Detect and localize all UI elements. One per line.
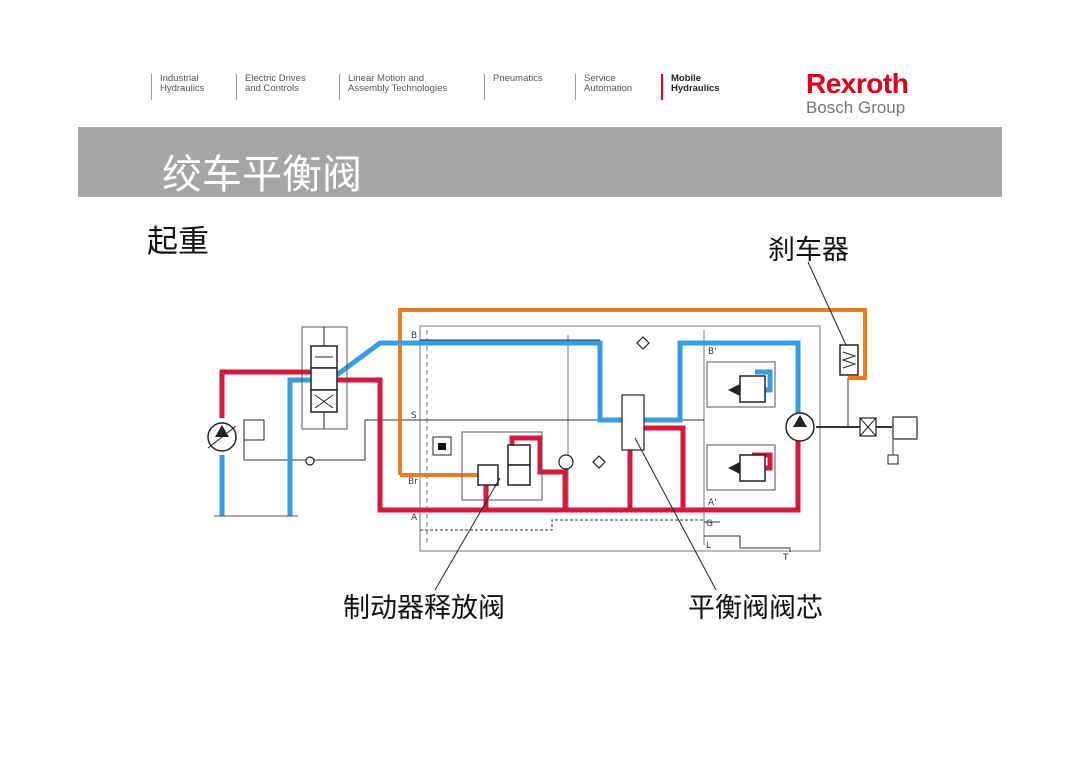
nav-item-service-automation[interactable]: Service Automation xyxy=(575,74,632,100)
brake-pilot-line xyxy=(400,470,482,477)
port-label-b-prime: B' xyxy=(708,347,717,357)
drain-line xyxy=(420,519,704,531)
pressure-line xyxy=(509,435,568,510)
nav-line: and Controls xyxy=(245,83,299,94)
nav-item-linear-motion[interactable]: Linear Motion and Assembly Technologies xyxy=(339,74,447,100)
hydraulic-motor xyxy=(785,412,815,442)
nav-line: Automation xyxy=(584,83,633,94)
directional-control-valve xyxy=(301,326,348,430)
brand-name: Rexroth xyxy=(806,68,909,99)
port-label-a-prime: A' xyxy=(708,498,717,508)
pump-symbol xyxy=(207,419,298,517)
brand-sub: Bosch Group xyxy=(806,98,906,117)
check-valves xyxy=(305,336,650,470)
relief-valve-lower xyxy=(706,444,776,491)
pressure-line xyxy=(219,369,801,513)
nav-line: Linear Motion and xyxy=(348,73,425,84)
nav-line: Hydraulics xyxy=(160,83,205,94)
leader-spool xyxy=(634,437,717,591)
leader-brake-release xyxy=(434,477,501,591)
page-title: 绞车平衡阀 xyxy=(162,152,362,198)
port-l-line xyxy=(704,535,791,552)
pressure-lines xyxy=(219,369,801,513)
callout-brake-release-valve: 制动器释放阀 xyxy=(343,593,505,624)
nav-item-mobile-hydraulics[interactable]: Mobile Hydraulics xyxy=(661,74,720,100)
port-labels: B S Br A B' A' G L T xyxy=(408,331,789,563)
section-subtitle: 起重 xyxy=(147,224,209,260)
nav-line: Hydraulics xyxy=(671,83,720,94)
callout-counterbalance-spool: 平衡阀阀芯 xyxy=(688,593,823,624)
port-label-b: B xyxy=(411,331,417,341)
nav-line: Industrial xyxy=(160,73,199,84)
relief-valve-upper xyxy=(706,361,776,408)
pilot-line xyxy=(243,419,420,461)
nav-item-electric-drives[interactable]: Electric Drives and Controls xyxy=(236,74,306,100)
brake-pilot-line xyxy=(398,308,867,475)
port-label-a: A xyxy=(411,513,418,523)
brake-cylinder xyxy=(839,344,918,465)
port-label-br: Br xyxy=(408,477,418,487)
callout-leaders xyxy=(434,261,847,591)
division-nav: Industrial Hydraulics Electric Drives an… xyxy=(0,74,1080,104)
nav-item-industrial-hydraulics[interactable]: Industrial Hydraulics xyxy=(151,74,204,100)
pressure-line xyxy=(656,425,686,510)
port-label-t: T xyxy=(782,553,789,563)
port-label-l: L xyxy=(706,541,711,551)
valve-block-outline xyxy=(419,325,821,552)
title-banner xyxy=(78,127,1002,197)
brake-release-valve xyxy=(432,431,543,501)
nav-line: Electric Drives xyxy=(245,73,306,84)
brand-logo: Rexroth Bosch Group xyxy=(806,68,909,118)
nav-line: Mobile xyxy=(671,73,702,84)
nav-line: Pneumatics xyxy=(493,73,543,84)
return-line xyxy=(287,340,801,516)
port-label-g: G xyxy=(706,519,713,529)
leader-brake xyxy=(807,261,847,346)
port-label-s: S xyxy=(411,411,417,421)
callout-brake: 刹车器 xyxy=(768,235,849,266)
nav-line: Assembly Technologies xyxy=(348,83,448,94)
nav-line: Service xyxy=(584,73,616,84)
nav-item-pneumatics[interactable]: Pneumatics xyxy=(484,74,543,100)
